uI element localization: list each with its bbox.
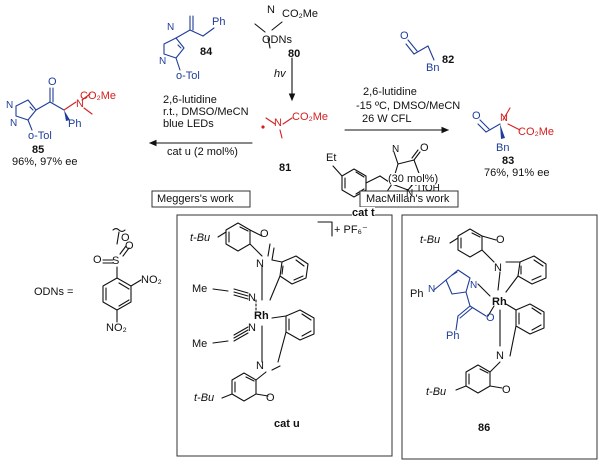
product-85-ester-label: CO₂Me: [80, 90, 117, 102]
odns-no2-para-label: NO₂: [106, 322, 127, 334]
complex-86-o-bottom: O: [502, 384, 511, 396]
cat-t-imidazolidinone-structure: [332, 149, 421, 198]
cat-u-nitrile-n1: N: [248, 292, 256, 304]
product-83-structure: [477, 107, 521, 133]
cat-t-caption: cat t: [352, 207, 375, 219]
cat-u-nitrile-n2: N: [248, 322, 256, 334]
radical-dot: [261, 125, 265, 129]
cat-u-o-top: O: [260, 228, 269, 240]
cat-u-caption: cat u: [274, 418, 300, 430]
stereo-wedge-83: [500, 124, 505, 139]
odns-so2-o2-label: O: [125, 240, 134, 252]
product-83-ester-label: CO₂Me: [518, 126, 555, 138]
odns-equals-label: ODNs =: [34, 286, 74, 298]
complex-86-structure: [433, 228, 547, 394]
hv-label: hv: [274, 68, 286, 80]
cat-u-rh: Rh: [254, 310, 269, 322]
complex-86-n-bottom: N: [496, 350, 504, 362]
ketone-84-n2-label: N: [159, 56, 167, 67]
cat-u-me1: Me: [192, 283, 208, 295]
macmillan-condition-base: 2,6-lutidine: [363, 86, 417, 98]
product-85-n1-label: N: [6, 100, 14, 111]
complex-86-ph-n: Ph: [410, 288, 424, 300]
cat-u-structure: [212, 221, 333, 402]
cat-u-o-bottom: O: [266, 392, 275, 404]
complex-86-n-top: N: [494, 262, 502, 274]
cat-t-loading-caption: (30 mol%): [388, 173, 439, 185]
product-83-yield: 76%, 91% ee: [484, 167, 550, 179]
meggers-condition-base: 2,6-lutidine: [163, 94, 217, 106]
cat-t-nh-label: N: [406, 188, 414, 199]
cat-u-counterion: + PF₆⁻: [334, 224, 368, 236]
odns-o-label: O: [121, 232, 130, 244]
cat-t-n-label: N: [392, 144, 400, 155]
complex-86-enol-o: O: [486, 312, 495, 324]
aminomethyl-radical-81-structure: [265, 117, 293, 139]
meggers-condition-light: blue LEDs: [163, 118, 214, 130]
oxime-ester-group-label: CO₂Me: [282, 8, 319, 20]
cat-t-o-label: O: [420, 142, 429, 154]
complex-86-im-n1: N: [428, 284, 436, 295]
complex-86-tbu-bottom: t-Bu: [426, 386, 447, 398]
product-83-bn-label: Bn: [496, 142, 510, 154]
meggers-box-label: Meggers's work: [157, 193, 234, 205]
meggers-box: [151, 190, 251, 208]
compound-82-label: 82: [442, 54, 455, 66]
ketone-84-ph-label: Ph: [212, 16, 226, 28]
product-83-o-label: O: [472, 110, 481, 122]
complex-86-ph-vinyl: Ph: [446, 330, 460, 342]
oxime-odns-label: ODNs: [262, 34, 292, 46]
compound-81-label: 81: [279, 162, 292, 174]
compound-85-label: 85: [32, 144, 45, 156]
cat-u-tbu-bottom: t-Bu: [194, 392, 215, 404]
radical-n-label: N: [274, 117, 282, 129]
compound-80-label: 80: [288, 48, 301, 60]
product-85-n-label: N: [76, 98, 84, 110]
stereo-wedge-85: [64, 110, 70, 121]
radical-ester-label: CO₂Me: [292, 111, 329, 123]
odns-no2-ortho-label: NO₂: [141, 274, 162, 286]
cat-u-n-top: N: [256, 258, 264, 270]
product-83-n-label: N: [500, 112, 508, 124]
macmillan-condition-light: 26 W CFL: [362, 113, 412, 125]
oxime-n-label: N: [267, 4, 275, 16]
ketone-84-otol-label: o-Tol: [176, 70, 200, 82]
cat-u-me2: Me: [192, 338, 208, 350]
imidazolyl-ketone-84-structure: [163, 15, 215, 71]
cat-t-tfoh-label: TfOH: [416, 183, 440, 194]
product-85-n2-label: N: [10, 118, 18, 129]
compound-84-label: 84: [200, 46, 213, 58]
odns-s-label: S: [112, 255, 120, 267]
aldehyde-82-structure: [405, 39, 435, 61]
aldehyde-82-bn-label: Bn: [426, 62, 440, 74]
cat-u-n-bottom: N: [256, 360, 264, 372]
meggers-condition-solvent: r.t., DMSO/MeCN: [163, 106, 249, 118]
odns-structure: [102, 227, 142, 323]
cat-u-tbu-top: t-Bu: [190, 232, 211, 244]
product-85-yield: 96%, 97% ee: [12, 156, 78, 168]
compound-83-label: 83: [502, 155, 515, 167]
product-85-otol-label: o-Tol: [28, 130, 52, 142]
complex-86-caption: 86: [478, 422, 491, 434]
ketone-84-n1-label: N: [167, 22, 175, 33]
meggers-catalyst-label: cat u (2 mol%): [167, 146, 238, 158]
complex-86-rh: Rh: [492, 296, 507, 308]
product-85-structure: [15, 87, 93, 131]
macmillan-box: [359, 190, 459, 208]
aldehyde-82-o-label: O: [400, 30, 409, 42]
complex-86-im-n2: N: [470, 280, 478, 291]
oxime-ester-80-structure: [254, 21, 283, 49]
odns-so2-o1-label: O: [93, 254, 102, 266]
macmillan-box-label: MacMillan's work: [366, 193, 450, 205]
product-85-ketone-o: O: [48, 76, 57, 88]
complex-86-tbu-top: t-Bu: [420, 234, 441, 246]
cat-t-et-label: Et: [326, 152, 337, 164]
macmillan-condition-temp: -15 ºC, DMSO/MeCN: [356, 100, 461, 112]
product-85-ph-label: Ph: [68, 118, 82, 130]
complex-86-o-top: O: [496, 234, 505, 246]
